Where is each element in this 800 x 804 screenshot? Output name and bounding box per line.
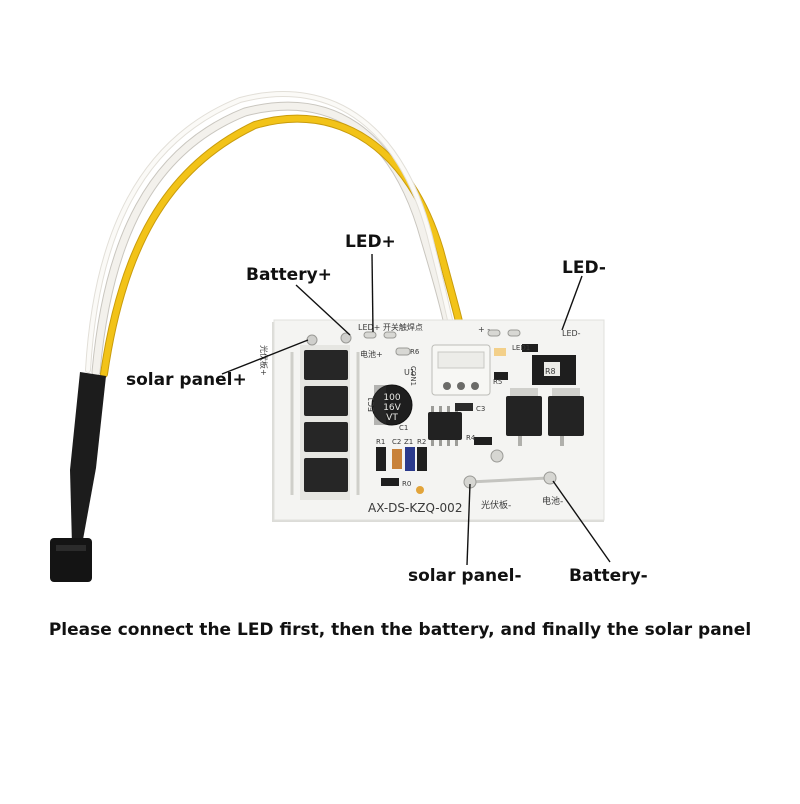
- silk-battery-plus: 电池+: [360, 349, 383, 359]
- silk-led-plus: LED+ 开关触焊点: [358, 322, 423, 332]
- wiring-instruction: Please connect the LED first, then the b…: [48, 620, 752, 640]
- silk-pads-plus-minus: + -: [478, 325, 490, 334]
- silk-led1: LED1: [512, 344, 530, 352]
- silk-r2: R2: [417, 438, 426, 446]
- cap-marking-3: VT: [386, 413, 398, 423]
- white-wire-2-core: [86, 92, 458, 372]
- callout-solar-panel-plus: solar panel+: [126, 370, 247, 390]
- silk-r8: R8: [545, 367, 556, 376]
- silk-r0: R0: [402, 480, 411, 488]
- pcb-board: 光伏板+ LED+ 开关触焊点 电池+ + - LED- CON1 U1 EC1…: [259, 319, 605, 522]
- silk-z1: Z1: [404, 438, 413, 446]
- black-cable-end: [50, 372, 106, 582]
- silk-r4: R4: [466, 434, 476, 442]
- silk-u1: U1: [404, 368, 415, 377]
- silk-c1: C1: [399, 424, 408, 432]
- callout-solar-panel-minus: solar panel-: [408, 566, 522, 586]
- silk-ec1: EC1: [367, 396, 376, 412]
- callout-battery-plus: Battery+: [246, 265, 332, 285]
- callout-battery-minus: Battery-: [569, 566, 648, 586]
- silk-connector: CON1: [409, 366, 417, 386]
- leader-solar-plus: [221, 339, 309, 375]
- cap-marking-2: 16V: [383, 403, 401, 413]
- wire-bundle: [85, 91, 468, 378]
- silk-solar-minus: 光伏板-: [481, 499, 511, 511]
- silk-model: AX-DS-KZQ-002: [368, 501, 462, 515]
- leader-battery-minus: [552, 480, 611, 563]
- white-wire: [92, 102, 456, 376]
- leader-battery-plus: [295, 284, 351, 336]
- silk-led-minus: LED-: [562, 329, 581, 338]
- silk-solar-plus: 光伏板+: [259, 345, 269, 376]
- silk-c3: C3: [476, 405, 485, 413]
- silk-battery-minus: 电池-: [542, 495, 563, 507]
- silk-r5: R5: [493, 378, 502, 386]
- yellow-wire: [101, 115, 467, 377]
- leader-lines: [221, 253, 611, 566]
- silk-r1: R1: [376, 438, 385, 446]
- silk-c2: C2: [392, 438, 401, 446]
- silk-r6: R6: [410, 348, 420, 356]
- callout-led-minus: LED-: [562, 258, 606, 278]
- leader-led-plus: [371, 253, 374, 333]
- leader-led-minus: [561, 275, 583, 331]
- callout-led-plus: LED+: [345, 232, 396, 252]
- cap-marking-1: 100: [383, 393, 400, 403]
- leader-solar-minus: [466, 483, 471, 566]
